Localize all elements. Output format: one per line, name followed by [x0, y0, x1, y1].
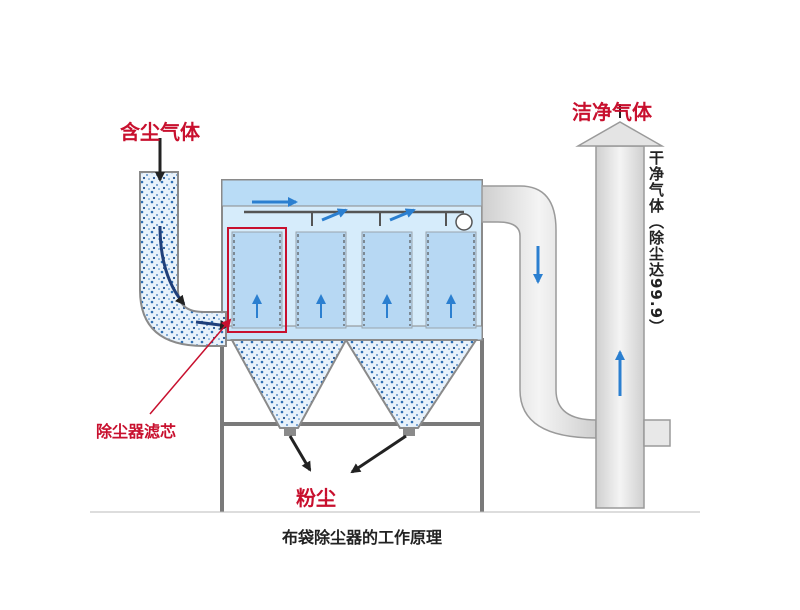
pulse-jet-header [244, 197, 473, 231]
filter-element-highlight [227, 227, 287, 333]
chimney-stack [575, 121, 671, 509]
dust-label: 粉尘 [296, 486, 336, 510]
clean-gas-note: 干净气体（除尘达99.9） [647, 150, 665, 336]
callout-arrows [149, 104, 621, 474]
valve-icon [455, 213, 473, 231]
inlet-duct [139, 171, 230, 347]
filter-bags [231, 231, 477, 329]
dusty-gas-label: 含尘气体 [120, 120, 200, 144]
diagram-caption: 布袋除尘器的工作原理 [282, 528, 443, 547]
outlet-duct [481, 185, 597, 439]
clean-gas-label: 洁净气体 [572, 100, 652, 124]
filter-element-label: 除尘器滤芯 [96, 422, 177, 441]
fan-icon [643, 419, 671, 447]
support-frame [90, 338, 700, 513]
dust-hoppers [230, 339, 478, 436]
